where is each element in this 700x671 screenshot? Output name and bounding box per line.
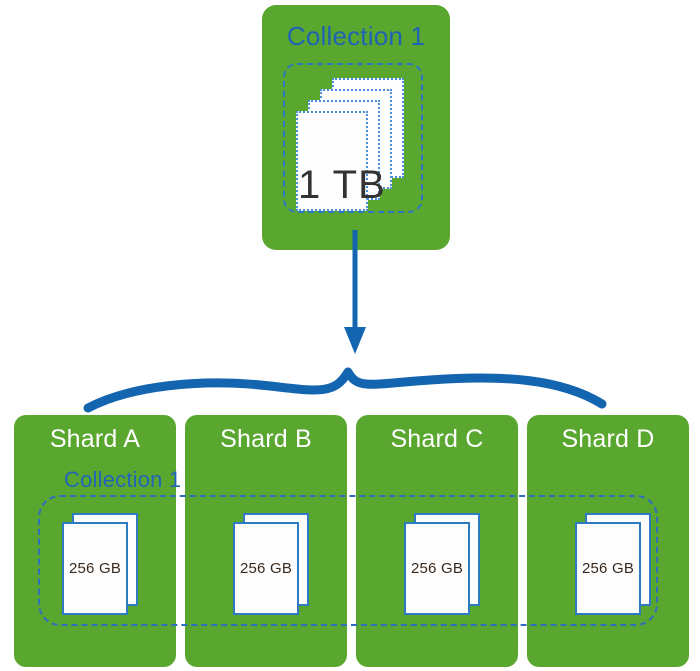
- split-arrow: [344, 230, 366, 354]
- collection-source-title: Collection 1: [286, 21, 426, 51]
- shard-c-size-label: 256 GB: [410, 560, 464, 577]
- shard-title-d: Shard D: [561, 425, 655, 453]
- collection-source-dashed-container: [283, 63, 423, 213]
- shard-d-size-label: 256 GB: [581, 560, 635, 577]
- shard-d-document-front: 256 GB: [575, 522, 641, 615]
- collection-size-label: 1 TB: [298, 163, 386, 207]
- shard-title-b: Shard B: [220, 425, 312, 453]
- shard-a-size-label: 256 GB: [68, 560, 122, 577]
- distribution-brace-path: [83, 367, 607, 413]
- shard-title-c: Shard C: [390, 425, 484, 453]
- shards-collection-dashed-band: [38, 495, 658, 626]
- shard-c-document-front: 256 GB: [404, 522, 470, 615]
- split-arrow-head: [344, 327, 366, 354]
- distribution-brace: [83, 367, 607, 413]
- shard-a-document-front: 256 GB: [62, 522, 128, 615]
- shard-title-a: Shard A: [49, 425, 141, 453]
- document-page-front: 1 TB: [296, 111, 386, 211]
- shards-collection-label: Collection 1: [64, 467, 182, 492]
- shard-b-size-label: 256 GB: [239, 560, 293, 577]
- shard-b-document-front: 256 GB: [233, 522, 299, 615]
